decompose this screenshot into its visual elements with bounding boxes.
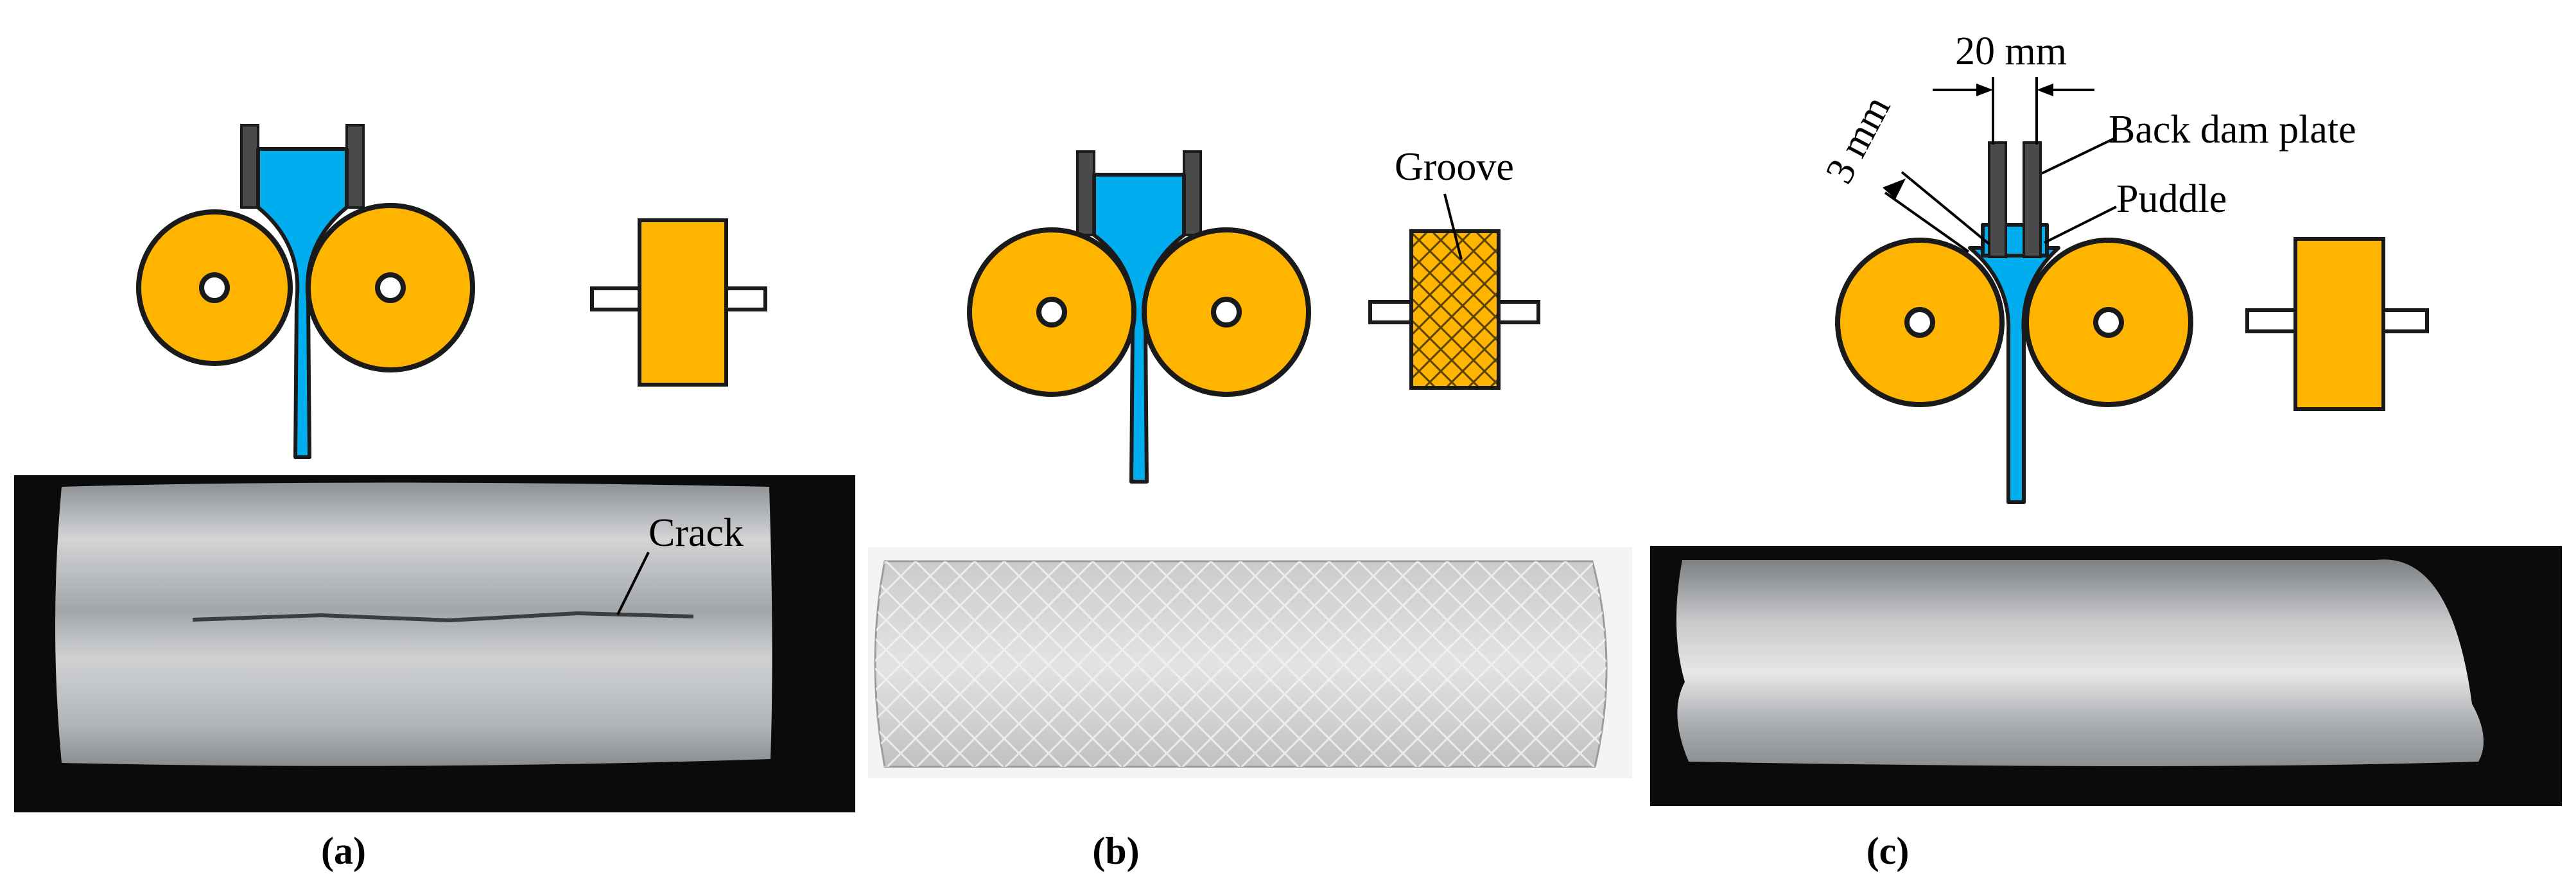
back-dam-plate-left (1988, 141, 2007, 258)
roll-hub-left (1904, 307, 1935, 338)
panel-c-roll-side-view (2245, 237, 2429, 411)
width-label: 20 mm (1955, 30, 2067, 73)
roll-body-grooved (1409, 229, 1501, 390)
panel-a-roll-side-view (590, 218, 767, 387)
roll-hub-right (2093, 307, 2124, 338)
cast-strip (1676, 559, 2484, 766)
groove-leader (1443, 193, 1463, 260)
panel-b-strip-photo (868, 547, 1632, 778)
roll-hub-left (1036, 297, 1067, 328)
gap-ext-lower (1884, 191, 1970, 253)
knurl-texture (875, 561, 1607, 767)
side-dam-left (1076, 150, 1095, 236)
crack-leader (616, 552, 650, 615)
panel-a-strip-photo: Crack (14, 475, 855, 812)
width-arrow-left (1976, 83, 1993, 96)
roll-hub-right (375, 272, 406, 303)
panel-a: Crack (a) (14, 124, 855, 872)
molten-metal (256, 147, 349, 459)
panel-a-caster-diagram (136, 124, 475, 459)
gap-label: 3 mm (1817, 89, 1899, 190)
back-dam-plate-right (2023, 141, 2042, 258)
side-dam-left (240, 124, 259, 209)
gap-arrow (1883, 179, 1906, 199)
cast-strip (55, 482, 772, 766)
panel-b-caster-diagram (967, 150, 1311, 484)
back-dam-plate-label: Back dam plate (2109, 108, 2356, 152)
roll-hub-right (1211, 297, 1242, 328)
width-arrow-right (2037, 83, 2053, 96)
crack-line (192, 611, 694, 623)
groove-label: Groove (1395, 145, 1514, 189)
panel-c-caster-diagram: 20 mm 3 mm Back dam plate Puddle (1817, 30, 2356, 504)
caption-a: (a) (321, 830, 366, 872)
back-dam-leader (2041, 137, 2114, 175)
panel-b: Groove (b) (868, 145, 1632, 872)
side-dam-right (1183, 150, 1202, 236)
molten-metal (1968, 246, 2060, 504)
roll-body-smooth (638, 218, 728, 387)
crack-label: Crack (648, 511, 744, 555)
puddle-leader (2044, 206, 2117, 244)
panel-c-strip-photo (1650, 546, 2562, 806)
gap-ext-upper (1901, 171, 1990, 245)
panel-b-roll-side-view: Groove (1368, 145, 1540, 390)
roll-hub-left (199, 272, 230, 303)
caption-b: (b) (1092, 830, 1139, 872)
roll-body-smooth (2293, 237, 2385, 411)
panel-c: 20 mm 3 mm Back dam plate Puddle (c) (1650, 30, 2562, 872)
puddle-label: Puddle (2116, 177, 2227, 221)
side-dam-right (345, 124, 365, 209)
caption-c: (c) (1867, 830, 1910, 872)
